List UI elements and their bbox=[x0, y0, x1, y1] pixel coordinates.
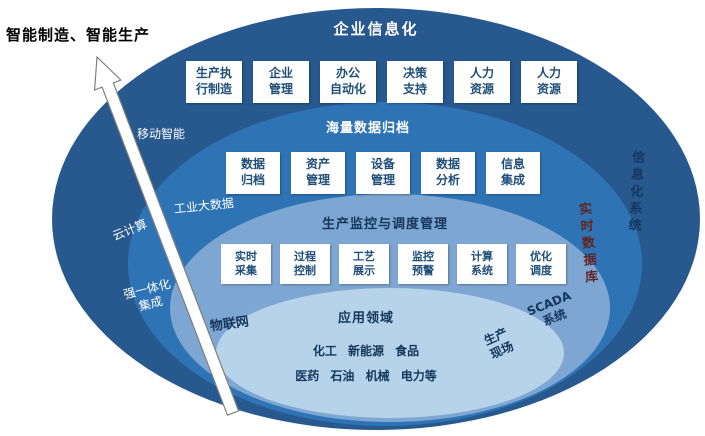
box-optimized-dispatch: 优化 调度 bbox=[516, 244, 566, 284]
box-office-automation: 办公 自动化 bbox=[320, 61, 376, 103]
box-data-analysis: 数据 分析 bbox=[421, 152, 475, 194]
layer-title-enterprise: 企业信息化 bbox=[333, 20, 419, 38]
box-enterprise-management: 企业 管理 bbox=[253, 61, 309, 103]
slogan-text: 智能制造、智能生产 bbox=[6, 26, 151, 44]
enterprise-box-row: 生产执 行制造 企业 管理 办公 自动化 决策 支持 人力 资源 人力 资源 bbox=[186, 61, 577, 103]
layer-title-data-archive: 海量数据归档 bbox=[325, 121, 410, 136]
label-mobile-intelligence: 移动智能 bbox=[137, 127, 186, 141]
box-asset-management: 资产 管理 bbox=[291, 152, 345, 194]
archive-box-row: 数据 归档 资产 管理 设备 管理 数据 分析 信息 集成 bbox=[226, 152, 540, 194]
box-decision-support: 决策 支持 bbox=[387, 61, 443, 103]
box-equipment-management: 设备 管理 bbox=[356, 152, 410, 194]
layer-ellipse-application bbox=[216, 288, 564, 418]
box-process-control: 过程 控制 bbox=[280, 244, 330, 284]
monitoring-box-row: 实时 采集 过程 控制 工艺 展示 监控 预警 计算 系统 优化 调度 bbox=[221, 244, 566, 284]
box-monitoring-alert: 监控 预警 bbox=[398, 244, 448, 284]
box-human-resources-2: 人力 资源 bbox=[521, 61, 577, 103]
box-human-resources-1: 人力 资源 bbox=[454, 61, 510, 103]
box-information-integration: 信息 集成 bbox=[486, 152, 540, 194]
box-realtime-collection: 实时 采集 bbox=[221, 244, 271, 284]
application-industries-line2: 医药 石油 机械 电力等 bbox=[295, 369, 437, 383]
layer-title-monitoring: 生产监控与调度管理 bbox=[321, 217, 448, 232]
box-production-execution: 生产执 行制造 bbox=[186, 61, 242, 103]
layer-title-application: 应用领域 bbox=[337, 311, 394, 326]
box-data-archive: 数据 归档 bbox=[226, 152, 280, 194]
box-process-display: 工艺 展示 bbox=[339, 244, 389, 284]
box-computing-system: 计算 系统 bbox=[457, 244, 507, 284]
application-industries-line1: 化工 新能源 食品 bbox=[312, 344, 420, 358]
